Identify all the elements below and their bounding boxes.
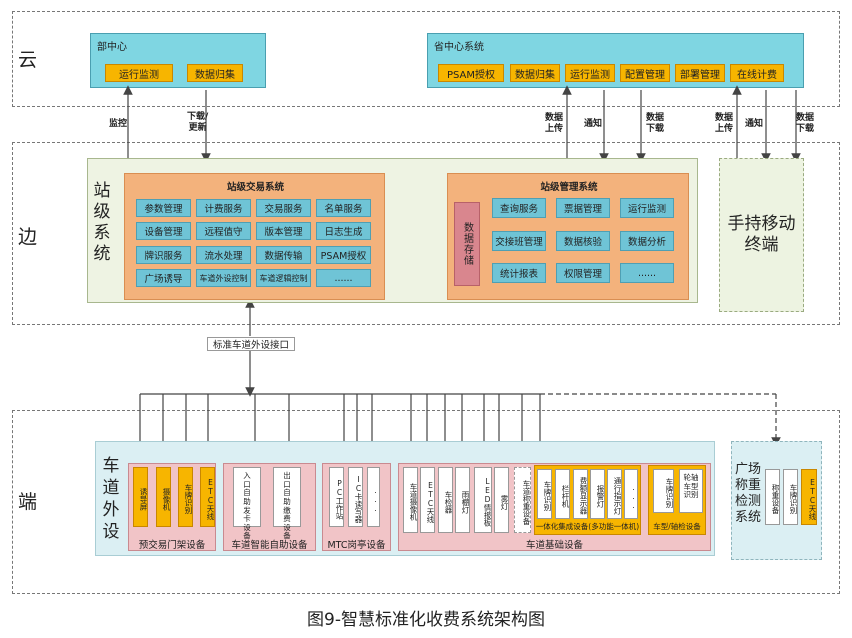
- arrow-label-data-upload-1: 数据 上传: [545, 113, 564, 134]
- standard-lane-interface: 标准车道外设接口: [207, 337, 295, 351]
- mgmt-query-service: 查询服务: [492, 198, 546, 218]
- arrow-label-monitor: 监控: [109, 119, 128, 129]
- arrow-label-data-download-2: 数据 下载: [796, 113, 815, 134]
- device-plaza-etc: ETC天线: [801, 469, 817, 525]
- zone-label-end: 端: [18, 491, 38, 513]
- ministry-item-run-monitor: 运行监测: [105, 64, 173, 82]
- device-vt-axle-recog: 轮轴车型识别: [679, 469, 703, 513]
- zone-edge: [12, 142, 840, 325]
- integrated-device-label: 一体化集成设备(多功能一体机): [535, 522, 640, 531]
- device-plaza-weighing: 称重设备: [765, 469, 780, 525]
- device-int-more: ...: [624, 469, 638, 519]
- device-guide-screen: 诱导屏: [133, 467, 148, 527]
- station-system-label: 站 级 系 统: [93, 181, 111, 264]
- txn-plaza-guide: 广场诱导: [136, 269, 191, 287]
- arrow-label-notify-1: 通知: [584, 119, 603, 129]
- device-vt-axle-recog-text: 轮轴车型识别: [683, 473, 699, 500]
- txn-param-mgmt: 参数管理: [136, 199, 191, 217]
- device-etc-antenna: ETC天线: [200, 467, 215, 527]
- device-ic-reader: IC卡读写器: [348, 467, 363, 527]
- device-entry-card-issuer-text: 入口自助发卡设备: [243, 471, 251, 541]
- group-lane-basic-label: 车道基础设备: [525, 540, 583, 551]
- province-item-run-monitor: 运行监测: [565, 64, 615, 82]
- arrow-label-notify-2: 通知: [745, 119, 764, 129]
- device-entry-card-issuer: 入口自助发卡设备: [233, 467, 261, 540]
- province-item-online-billing: 在线计费: [730, 64, 784, 82]
- mgmt-run-monitor: 运行监测: [620, 198, 674, 218]
- device-exit-payment: 出口自助缴费设备: [273, 467, 301, 540]
- province-item-config: 配置管理: [620, 64, 670, 82]
- device-vehicle-detector: 车检器: [438, 467, 453, 533]
- txn-list-service: 名单服务: [316, 199, 371, 217]
- province-center-box: 省中心系统 PSAM授权 数据归集 运行监测 配置管理 部署管理 在线计费: [427, 33, 804, 88]
- device-int-fee-display: 费额显示器: [573, 469, 588, 519]
- device-plaza-plate: 车牌识别: [783, 469, 798, 525]
- device-canopy-light: 雨棚灯: [455, 467, 470, 533]
- ministry-center-title: 部中心: [97, 42, 127, 53]
- txn-billing-service: 计费服务: [196, 199, 251, 217]
- device-plate-recog: 车牌识别: [178, 467, 193, 527]
- province-center-title: 省中心系统: [434, 42, 484, 53]
- figure-caption: 图9-智慧标准化收费系统架构图: [307, 610, 545, 630]
- handheld-terminal: 手持移动 终端: [719, 158, 804, 312]
- data-storage-block: 数据存储: [454, 202, 480, 286]
- device-mtc-more: ...: [367, 467, 380, 527]
- arrow-label-data-upload-2: 数据 上传: [715, 113, 734, 134]
- province-item-psam: PSAM授权: [438, 64, 504, 82]
- group-self-service-label: 车道智能自助设备: [231, 540, 308, 551]
- txn-lane-periph-ctrl: 车道外设控制: [196, 269, 251, 287]
- device-exit-payment-text: 出口自助缴费设备: [283, 471, 291, 541]
- arrow-label-download-update: 下载/ 更新: [187, 112, 209, 133]
- device-camera: 摄像机: [156, 467, 171, 527]
- province-item-deploy: 部署管理: [675, 64, 725, 82]
- province-item-data-collect: 数据归集: [510, 64, 560, 82]
- device-lane-weighing: 车道称重设备: [514, 467, 531, 533]
- txn-plate-service: 牌识服务: [136, 246, 191, 264]
- txn-trade-service: 交易服务: [256, 199, 311, 217]
- txn-data-transfer: 数据传输: [256, 246, 311, 264]
- mgmt-more: ......: [620, 263, 674, 283]
- txn-version-mgmt: 版本管理: [256, 222, 311, 240]
- mgmt-data-analysis: 数据分析: [620, 231, 674, 251]
- lane-peripherals-label: 车 道 外 设: [102, 456, 120, 542]
- ministry-center-box: 部中心 运行监测 数据归集: [90, 33, 266, 88]
- device-int-traffic-light: 通行指示灯: [607, 469, 622, 519]
- txn-more: ......: [316, 269, 371, 287]
- txn-lane-logic-ctrl: 车道逻辑控制: [256, 269, 311, 287]
- mgmt-data-verify: 数据核验: [556, 231, 610, 251]
- zone-label-cloud: 云: [18, 49, 38, 71]
- txn-device-mgmt: 设备管理: [136, 222, 191, 240]
- management-system-title: 站级管理系统: [540, 182, 598, 193]
- mgmt-ticket-mgmt: 票据管理: [556, 198, 610, 218]
- arrow-label-data-download-1: 数据 下载: [646, 113, 665, 134]
- mgmt-shift-mgmt: 交接班管理: [492, 231, 546, 251]
- txn-psam-auth: PSAM授权: [316, 246, 371, 264]
- vehicle-type-label: 车型/轴检设备: [653, 522, 701, 531]
- device-int-barrier: 栏杆机: [555, 469, 570, 519]
- plaza-weighing-label: 广场 称重 检测 系统: [734, 462, 761, 525]
- group-mtc-label: MTC岗亭设备: [327, 540, 386, 551]
- mgmt-permission-mgmt: 权限管理: [556, 263, 610, 283]
- device-vt-plate-recog: 车牌识别: [653, 469, 674, 513]
- zone-label-edge: 边: [18, 226, 38, 248]
- device-led-board: LED情报板: [474, 467, 492, 533]
- txn-remote-watch: 远程值守: [196, 222, 251, 240]
- transaction-system-title: 站级交易系统: [226, 182, 284, 193]
- device-lane-etc-antenna: ETC天线: [420, 467, 435, 533]
- mgmt-stat-report: 统计报表: [492, 263, 546, 283]
- device-int-alarm-light: 报警灯: [590, 469, 605, 519]
- device-lane-camera: 车道摄像机: [403, 467, 418, 533]
- device-fog-light: 雾灯: [494, 467, 509, 533]
- txn-log-gen: 日志生成: [316, 222, 371, 240]
- zone-cloud: [12, 11, 840, 107]
- group-pre-gantry-label: 预交易门架设备: [138, 540, 206, 551]
- device-pc-workstation: PC工作站: [329, 467, 344, 527]
- ministry-item-data-collect: 数据归集: [187, 64, 243, 82]
- txn-flow-proc: 流水处理: [196, 246, 251, 264]
- device-int-plate-recog: 车牌识别: [537, 469, 552, 519]
- zone-end: [12, 410, 840, 594]
